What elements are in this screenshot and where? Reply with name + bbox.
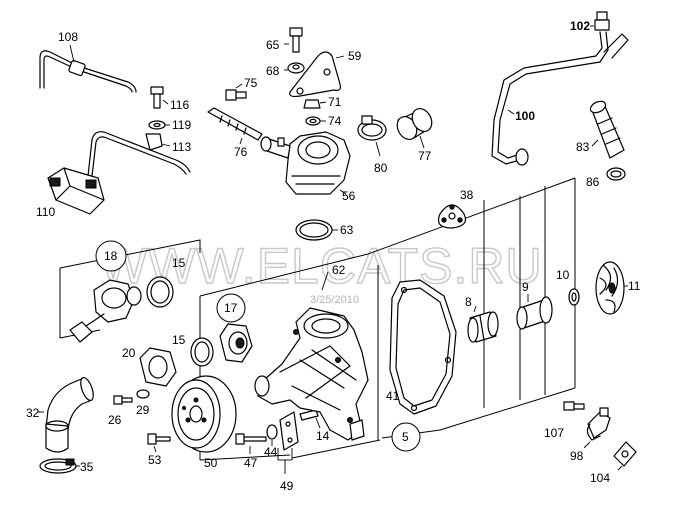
callout-20: 20 xyxy=(122,346,136,360)
callout-17-badge xyxy=(216,293,246,323)
part-75-bolt xyxy=(225,83,247,101)
part-83-hose xyxy=(589,100,625,159)
callout-14: 14 xyxy=(316,429,330,443)
callout-49: 49 xyxy=(280,479,294,493)
assembly-frame xyxy=(59,177,576,461)
callout-11: 11 xyxy=(628,279,641,293)
callout-113: 113 xyxy=(172,140,191,154)
callout-41: 41 xyxy=(386,389,400,403)
callout-8: 8 xyxy=(465,295,472,309)
part-26-bolt xyxy=(113,395,133,405)
callout-77: 77 xyxy=(418,149,432,163)
callout-98: 98 xyxy=(570,449,584,463)
callout-47: 47 xyxy=(244,456,258,470)
callout-26: 26 xyxy=(108,413,122,427)
callout-44: 44 xyxy=(264,445,278,459)
part-77-rubber-sleeve xyxy=(396,107,433,149)
part-14-stud xyxy=(299,409,321,429)
callout-53: 53 xyxy=(148,453,162,467)
callout-5: 5 xyxy=(402,430,409,444)
callout-74: 74 xyxy=(328,114,342,128)
callout-56: 56 xyxy=(342,189,356,203)
part-62-bolt xyxy=(321,271,329,291)
water-pump-body xyxy=(254,307,369,441)
part-15-gasket-lower xyxy=(190,337,214,367)
part-80-hose-clamp xyxy=(357,115,387,157)
callout-5-badge xyxy=(391,422,421,452)
callout-107: 107 xyxy=(544,426,564,440)
part-68-nut xyxy=(284,62,305,74)
callout-68: 68 xyxy=(266,64,280,78)
callout-102: 102 xyxy=(570,19,590,33)
part-65-bolt xyxy=(284,27,303,53)
callout-75: 75 xyxy=(244,76,258,90)
part-29-washer xyxy=(136,389,150,399)
callout-10: 10 xyxy=(556,268,570,282)
part-44-washer xyxy=(266,424,278,446)
callout-32: 32 xyxy=(26,406,40,420)
callout-18-badge xyxy=(95,240,127,272)
part-35-hose-clamp xyxy=(39,458,80,474)
callout-62: 62 xyxy=(332,263,346,277)
part-11-impeller xyxy=(595,261,628,315)
part-18-thermostat-cover xyxy=(69,279,142,343)
part-50-pulley xyxy=(171,375,237,453)
part-38-flange xyxy=(437,204,467,229)
callout-9: 9 xyxy=(522,280,529,294)
callout-50: 50 xyxy=(204,456,218,470)
part-100-coolant-pipe xyxy=(491,31,629,166)
part-47-bolt xyxy=(235,433,267,454)
callout-83: 83 xyxy=(576,140,590,154)
callout-119: 119 xyxy=(172,118,191,132)
callout-110: 110 xyxy=(36,205,55,219)
part-53-bolt xyxy=(147,433,171,453)
callout-104: 104 xyxy=(590,471,610,485)
part-17-thermostat xyxy=(219,323,253,363)
callout-59: 59 xyxy=(348,49,362,63)
callout-15-upper: 15 xyxy=(172,256,186,270)
part-56-thermostat-housing xyxy=(260,131,351,195)
part-59-bracket xyxy=(289,51,345,98)
part-32-elbow-hose xyxy=(38,376,94,453)
date-stamp: 3/25/2010 xyxy=(310,294,359,306)
part-104-gasket xyxy=(613,441,637,471)
callout-15-lower: 15 xyxy=(172,333,186,347)
callout-18: 18 xyxy=(104,249,118,263)
part-108-tube xyxy=(39,44,137,93)
part-15-gasket-upper xyxy=(146,276,174,308)
part-20-housing-cover xyxy=(139,347,177,387)
callout-116: 116 xyxy=(170,98,189,112)
callout-100: 100 xyxy=(515,109,535,123)
part-9-sleeve xyxy=(516,294,553,330)
callout-38: 38 xyxy=(460,188,474,202)
callout-108: 108 xyxy=(58,30,78,44)
part-86-o-ring xyxy=(606,167,626,181)
part-63-o-ring xyxy=(295,219,338,241)
part-110-sensor-housing xyxy=(47,131,191,215)
part-98-sensor xyxy=(583,407,611,449)
callout-17: 17 xyxy=(224,301,238,315)
part-49-clamp-plate xyxy=(277,411,299,474)
part-8-sleeve xyxy=(467,305,499,343)
part-74-seal xyxy=(305,116,326,126)
callout-76: 76 xyxy=(234,145,248,159)
part-107-bolt xyxy=(563,401,585,411)
part-116-bolt xyxy=(150,86,169,109)
callout-65: 65 xyxy=(266,38,280,52)
part-71-plug xyxy=(303,99,327,109)
callout-29: 29 xyxy=(136,403,150,417)
part-113-clip xyxy=(145,133,171,151)
callout-86: 86 xyxy=(586,175,600,189)
part-76-stud xyxy=(207,107,263,145)
part-41-gasket xyxy=(389,279,457,415)
part-10-o-ring xyxy=(568,288,580,306)
callout-71: 71 xyxy=(328,95,342,109)
part-119-washer xyxy=(148,120,170,130)
callout-63: 63 xyxy=(340,223,354,237)
part-102-breather-valve xyxy=(590,11,610,31)
callout-80: 80 xyxy=(374,161,388,175)
callout-35: 35 xyxy=(80,460,94,474)
